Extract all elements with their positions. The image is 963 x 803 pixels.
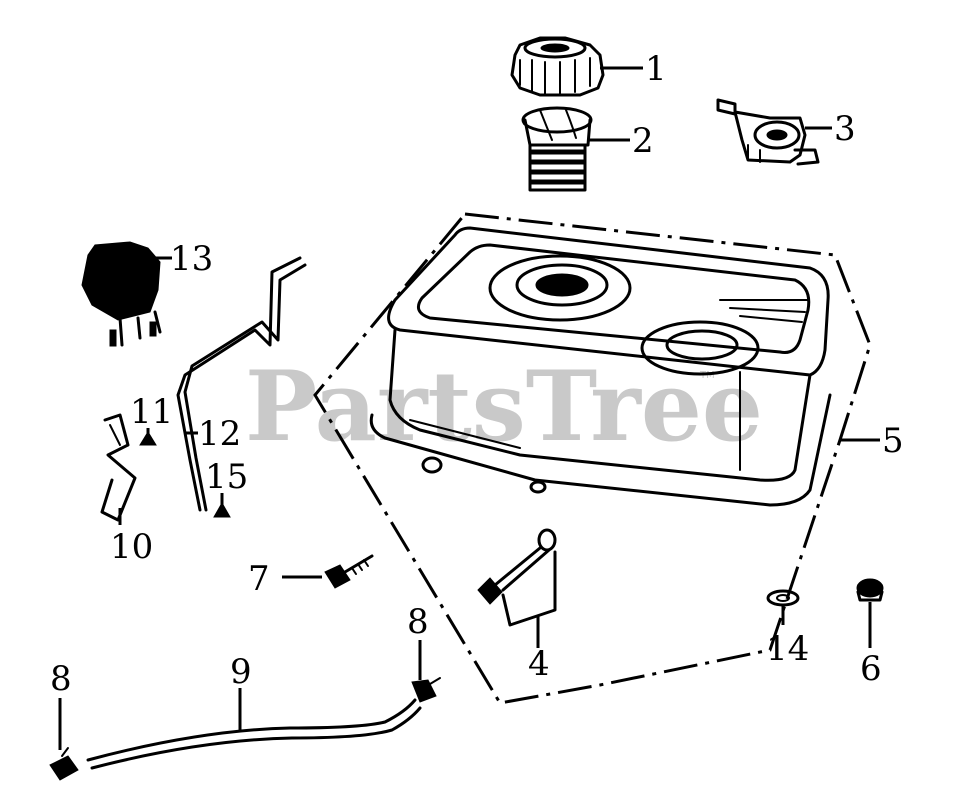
fuel-tank-part: [369, 226, 832, 507]
bent-rod-part: [176, 256, 307, 512]
bolt-part: [324, 554, 374, 589]
callout-4: 4: [528, 644, 550, 684]
watermark-trademark: TM: [699, 370, 715, 381]
fuel-line-part: [86, 698, 422, 770]
callout-10: 10: [110, 527, 153, 567]
callout-14: 14: [766, 629, 809, 669]
fuel-cap-part: [510, 36, 605, 97]
callout-6: 6: [860, 649, 882, 689]
callout-7: 7: [248, 559, 270, 599]
tank-assembly-boundary: [313, 212, 872, 705]
fuel-valve-part: [716, 98, 820, 166]
small-nut-11-part: [139, 428, 157, 446]
washer-part: [766, 589, 800, 607]
hose-clamp-left-part: [49, 747, 79, 781]
callout-2: 2: [632, 121, 654, 161]
callout-1: 1: [645, 49, 667, 89]
callout-12: 12: [198, 414, 241, 454]
callout-3: 3: [834, 109, 856, 149]
connector-part: [81, 241, 162, 347]
spring-clip-part: [100, 413, 137, 522]
small-nut-15-part: [213, 493, 231, 518]
callout-8-right: 8: [407, 602, 429, 642]
callout-9: 9: [230, 652, 252, 692]
tank-plug-part: [856, 578, 884, 602]
drain-fitting-part: [477, 528, 557, 627]
callout-8-left: 8: [50, 659, 72, 699]
fuel-strainer-part: [521, 106, 593, 192]
callout-5: 5: [882, 421, 904, 461]
callout-11: 11: [130, 392, 173, 432]
callout-13: 13: [170, 239, 213, 279]
callout-15: 15: [205, 457, 248, 497]
hose-clamp-right-part: [411, 677, 441, 703]
